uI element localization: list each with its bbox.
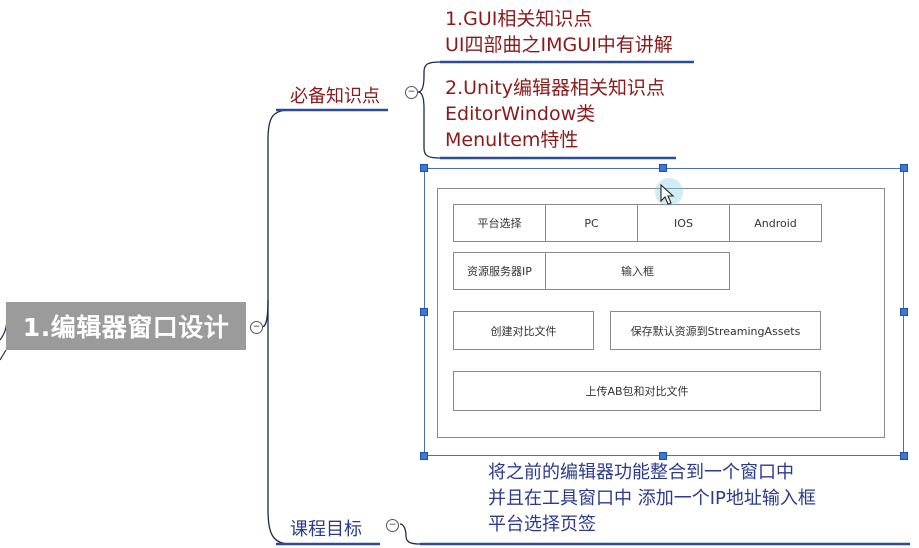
note-line: MenuItem特性 (445, 129, 579, 151)
note-line: UI四部曲之IMGUI中有讲解 (445, 34, 673, 56)
tab-pc[interactable]: PC (545, 204, 638, 242)
resize-handle[interactable] (659, 452, 667, 460)
upload-ab-button[interactable]: 上传AB包和对比文件 (453, 371, 821, 411)
resize-handle[interactable] (659, 164, 667, 172)
prereq-collapse-icon[interactable]: − (405, 86, 418, 99)
resize-handle[interactable] (900, 308, 908, 316)
server-ip-input[interactable]: 输入框 (545, 252, 730, 290)
prereq-note-2: 2.Unity编辑器相关知识点 EditorWindow类 MenuItem特性 (445, 75, 665, 153)
create-compare-file-button[interactable]: 创建对比文件 (453, 311, 594, 350)
goal-line: 将之前的编辑器功能整合到一个窗口中 (488, 462, 794, 483)
goal-line: 并且在工具窗口中 添加一个IP地址输入框 (488, 488, 816, 509)
resize-handle[interactable] (420, 164, 428, 172)
note-line: 1.GUI相关知识点 (445, 8, 593, 30)
prereq-note-1: 1.GUI相关知识点 UI四部曲之IMGUI中有讲解 (445, 6, 673, 58)
platform-label: 平台选择 (453, 204, 546, 242)
resize-handle[interactable] (900, 164, 908, 172)
tab-ios[interactable]: IOS (637, 204, 730, 242)
save-default-resources-button[interactable]: 保存默认资源到StreamingAssets (610, 311, 821, 350)
goal-note: 将之前的编辑器功能整合到一个窗口中 并且在工具窗口中 添加一个IP地址输入框 平… (488, 460, 816, 538)
branch-goal-label[interactable]: 课程目标 (290, 519, 362, 540)
root-node[interactable]: 1.编辑器窗口设计 (6, 302, 246, 350)
note-line: 2.Unity编辑器相关知识点 (445, 77, 666, 99)
resize-handle[interactable] (420, 452, 428, 460)
mouse-pointer-icon (660, 184, 675, 205)
resize-handle[interactable] (900, 452, 908, 460)
root-collapse-icon[interactable]: − (250, 321, 263, 334)
server-ip-label: 资源服务器IP (453, 252, 546, 290)
tab-android[interactable]: Android (729, 204, 822, 242)
goal-collapse-icon[interactable]: − (386, 519, 399, 532)
resize-handle[interactable] (420, 308, 428, 316)
note-line: EditorWindow类 (445, 103, 596, 125)
goal-line: 平台选择页签 (488, 514, 596, 535)
branch-prereq-label[interactable]: 必备知识点 (290, 86, 380, 107)
